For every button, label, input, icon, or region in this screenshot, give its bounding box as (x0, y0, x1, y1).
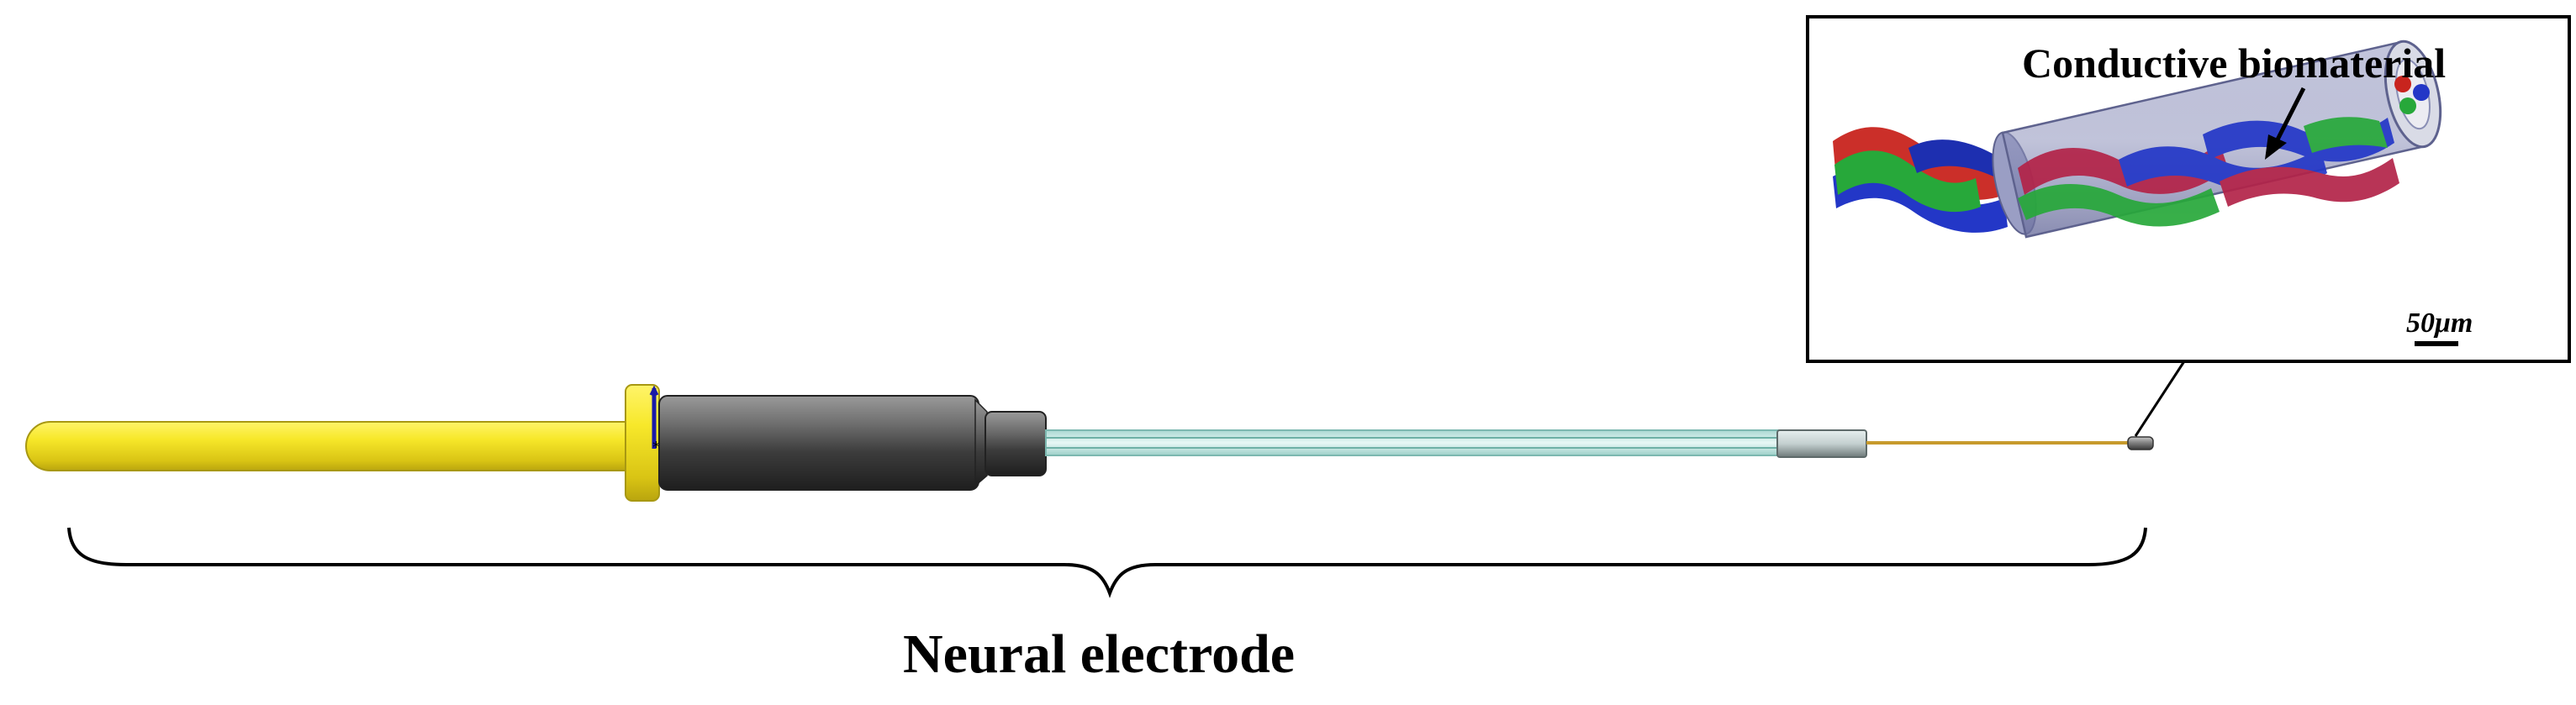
metal-body (658, 395, 979, 491)
electrode-tip (2127, 436, 2154, 450)
scale-bar (2415, 341, 2458, 346)
length-brace (67, 527, 2147, 598)
yellow-handle (25, 421, 627, 471)
metal-taper (974, 398, 988, 487)
main-label: Neural electrode (903, 623, 1295, 685)
inner-strands (2018, 117, 2399, 227)
metal-sleeve (1776, 429, 1867, 458)
scale-bar-label: 50μm (2406, 308, 2473, 339)
inset-panel: Conductive biomaterial 50μm (1806, 15, 2571, 363)
neural-electrode: * (25, 384, 2154, 502)
pointer-arrow (2265, 87, 2306, 160)
metal-nose (984, 411, 1047, 476)
inset-label: Conductive biomaterial (2022, 39, 2446, 87)
twisted-strands (1833, 127, 2009, 233)
glass-tube (1045, 429, 1780, 456)
svg-text:*: * (652, 439, 660, 456)
inset-connector-line (2134, 360, 2186, 437)
